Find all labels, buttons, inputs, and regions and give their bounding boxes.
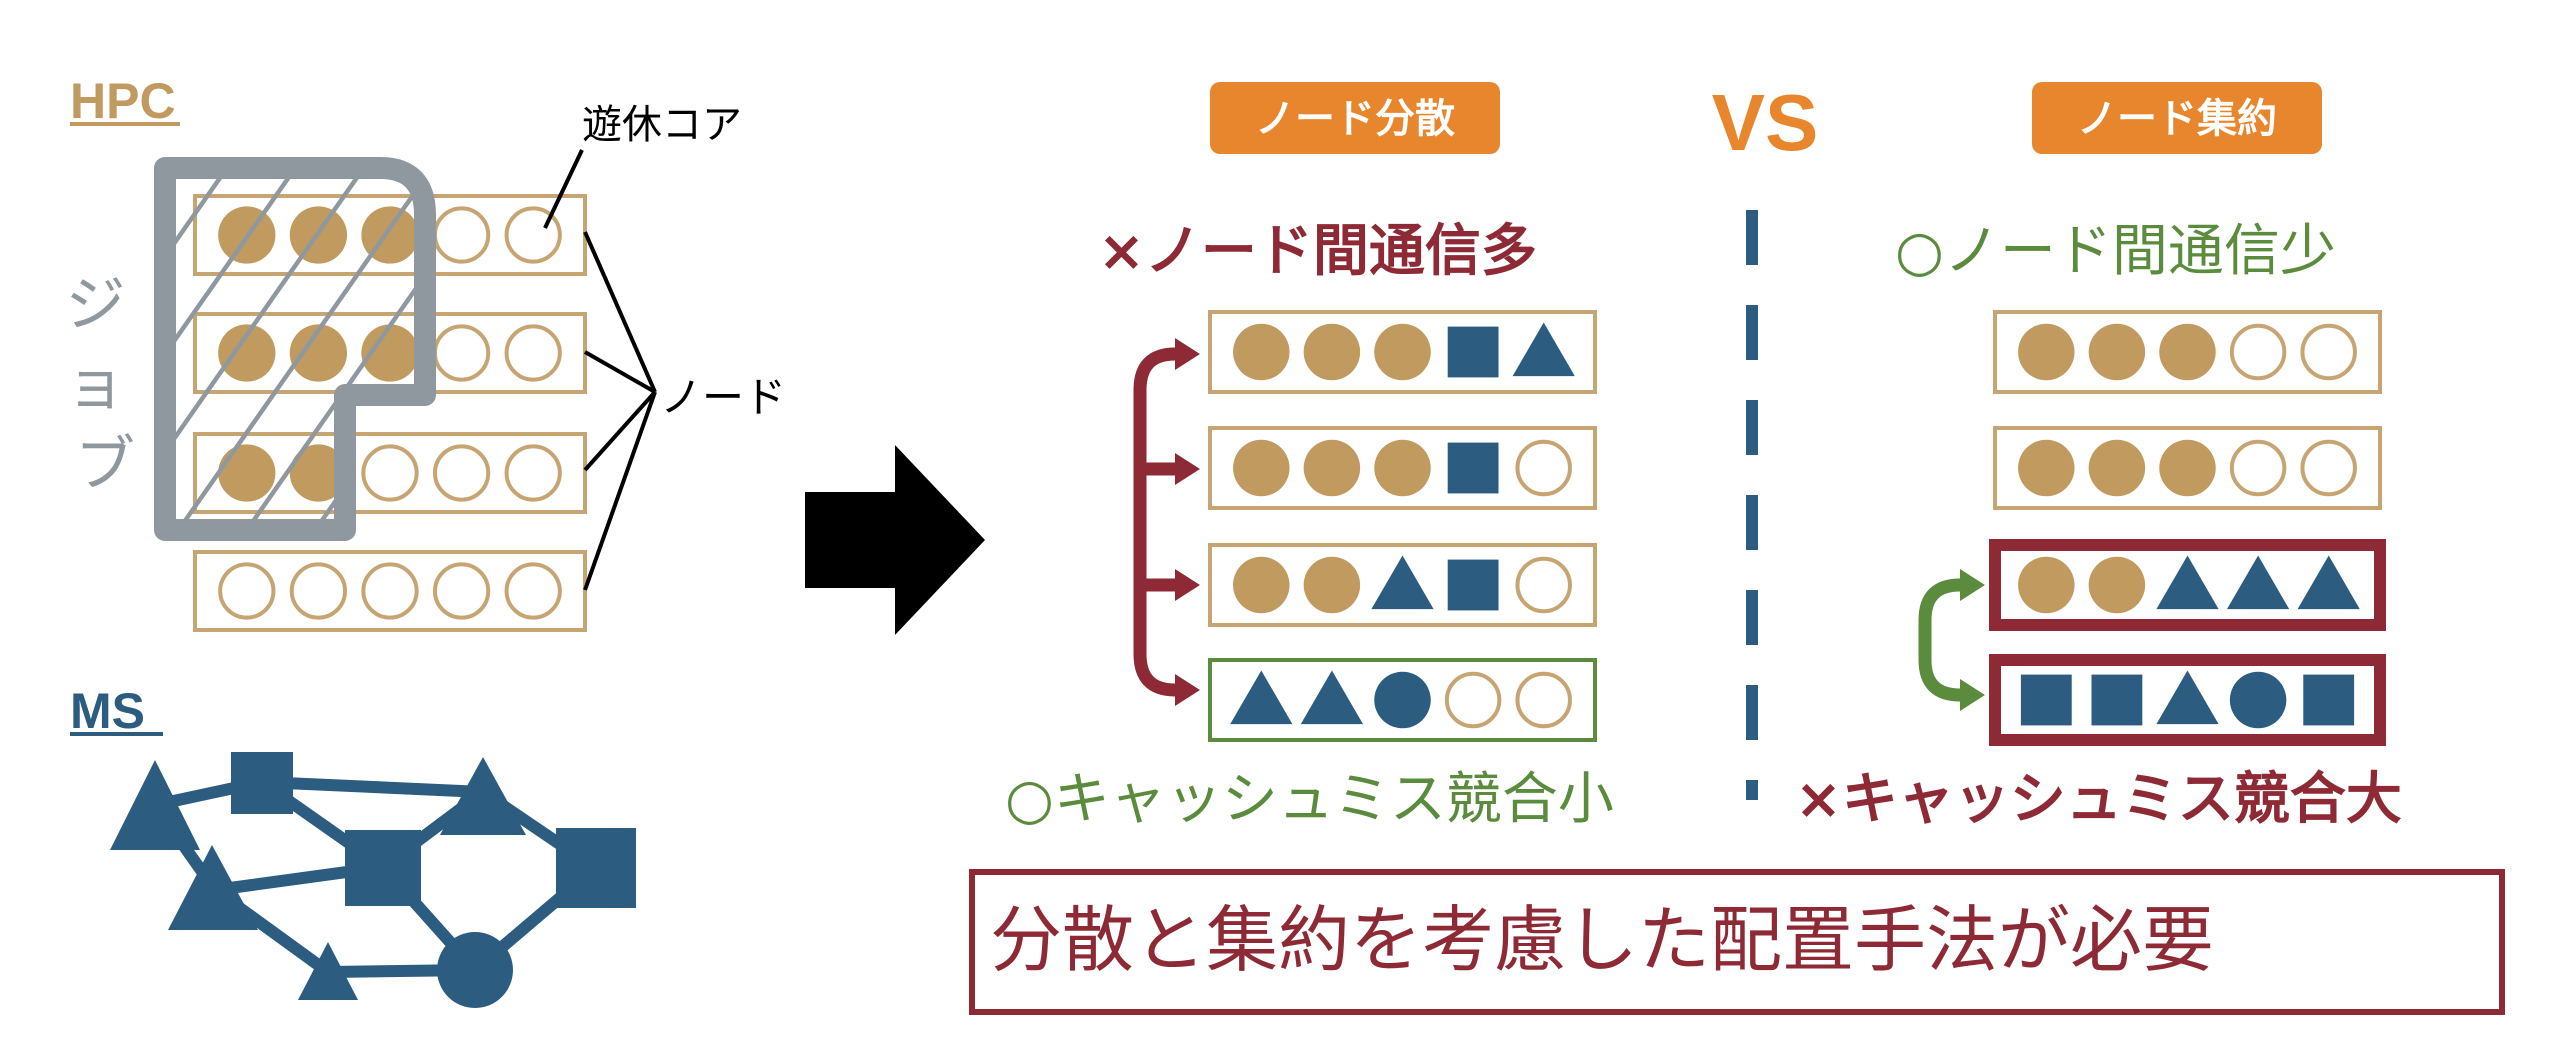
pack-badge bbox=[2032, 82, 2322, 154]
core-idle bbox=[1515, 671, 1572, 729]
conclusion-text: 分散と集約を考慮した配置手法が必要 bbox=[990, 898, 2214, 982]
core-idle bbox=[2229, 439, 2287, 497]
job-label-char-3: ブ bbox=[75, 430, 135, 500]
ms-triangle bbox=[440, 757, 526, 835]
core-used bbox=[1374, 323, 1431, 381]
core-square bbox=[1447, 442, 1499, 494]
spread-comm-bracket bbox=[1133, 347, 1185, 697]
job-label-char-1: ジ bbox=[65, 270, 125, 340]
conclusion-box bbox=[969, 869, 2505, 1015]
pack-bracket-arrowheads bbox=[1960, 569, 1985, 711]
hpc-label: HPC bbox=[70, 73, 176, 129]
core-idle bbox=[1444, 671, 1502, 729]
core-used bbox=[1303, 323, 1361, 381]
node-pack-4 bbox=[1989, 654, 2386, 746]
spread-comm-text: ×ノード間通信多 bbox=[1098, 219, 1537, 284]
core-circle bbox=[2229, 671, 2287, 729]
ms-triangle bbox=[298, 942, 358, 1000]
ms-label: MS bbox=[70, 683, 145, 739]
spread-badge-text: ノード分散 bbox=[1255, 96, 1455, 142]
node-pack-1 bbox=[1993, 310, 2382, 394]
core-square bbox=[2020, 674, 2072, 726]
job-label: ジ ョ ブ bbox=[65, 270, 144, 500]
core-idle bbox=[2300, 323, 2357, 381]
core-idle bbox=[504, 324, 562, 382]
core-used bbox=[2088, 556, 2146, 614]
job-label-char-2: ョ bbox=[65, 350, 125, 420]
pack-node-stack bbox=[1989, 310, 2386, 746]
node-spread-2 bbox=[1208, 426, 1597, 510]
core-idle bbox=[432, 324, 491, 382]
node-hpc-4 bbox=[193, 550, 587, 632]
core-used bbox=[1303, 439, 1361, 497]
core-triangle bbox=[2226, 555, 2290, 610]
core-circle bbox=[1374, 671, 1431, 729]
core-used bbox=[2018, 439, 2075, 497]
core-used bbox=[2088, 439, 2146, 497]
core-used bbox=[2159, 323, 2216, 381]
ms-square bbox=[231, 752, 293, 814]
core-used bbox=[2018, 556, 2075, 614]
pack-cache-text: ×キャッシュミス競合大 bbox=[1795, 767, 2402, 832]
core-used bbox=[2159, 439, 2216, 497]
ms-circle bbox=[437, 932, 513, 1008]
core-used bbox=[1233, 323, 1290, 381]
core-idle bbox=[361, 562, 419, 620]
ms-triangle bbox=[110, 760, 200, 850]
core-used bbox=[1233, 556, 1290, 614]
core-used bbox=[1374, 439, 1431, 497]
core-used bbox=[1233, 439, 1290, 497]
core-idle bbox=[2300, 439, 2357, 497]
core-idle bbox=[361, 444, 419, 502]
node-pack-2 bbox=[1993, 426, 2382, 510]
node-pack-3 bbox=[1989, 539, 2386, 631]
core-square bbox=[1447, 326, 1499, 378]
pack-comm-text: ○ノード間通信少 bbox=[1895, 219, 2336, 284]
pack-comm-bracket bbox=[1918, 578, 1967, 702]
spread-bracket-arrowheads bbox=[1175, 338, 1200, 706]
core-idle bbox=[2229, 323, 2287, 381]
node-spread-4 bbox=[1208, 658, 1597, 742]
ms-graph bbox=[110, 752, 636, 1008]
core-triangle bbox=[2156, 670, 2219, 725]
ms-square bbox=[556, 828, 636, 908]
idle-core-pointer bbox=[543, 149, 584, 229]
spread-cache-text: ○キャッシュミス競合小 bbox=[1005, 767, 1614, 832]
core-triangle bbox=[1512, 322, 1575, 377]
core-idle bbox=[504, 444, 562, 502]
core-used bbox=[1303, 556, 1361, 614]
ms-square bbox=[345, 830, 421, 906]
core-idle bbox=[1515, 439, 1572, 497]
pack-badge-text: ノード集約 bbox=[2077, 96, 2277, 142]
core-idle bbox=[1515, 556, 1572, 614]
spread-node-stack bbox=[1208, 310, 1597, 742]
core-used bbox=[2018, 323, 2075, 381]
node-label: ノード bbox=[660, 373, 786, 422]
core-idle bbox=[432, 444, 491, 502]
core-square bbox=[1447, 559, 1499, 611]
core-triangle bbox=[1230, 670, 1293, 725]
core-triangle bbox=[2297, 555, 2360, 610]
vs-label: VS bbox=[1712, 78, 1819, 167]
core-idle bbox=[289, 562, 348, 620]
idle-core-label: 遊休コア bbox=[582, 102, 742, 148]
core-idle bbox=[432, 562, 491, 620]
spread-badge bbox=[1210, 82, 1500, 154]
transition-arrow-icon bbox=[805, 445, 985, 635]
node-pointers bbox=[583, 231, 657, 591]
core-triangle bbox=[1300, 670, 1364, 725]
core-triangle bbox=[1371, 555, 1434, 610]
core-square bbox=[2303, 674, 2355, 726]
node-spread-1 bbox=[1208, 310, 1597, 394]
core-idle bbox=[218, 562, 276, 620]
core-used bbox=[2088, 323, 2146, 381]
job-outline bbox=[154, 157, 436, 541]
core-idle bbox=[432, 206, 491, 264]
core-idle bbox=[504, 562, 562, 620]
ms-triangle bbox=[168, 845, 258, 930]
core-triangle bbox=[2156, 555, 2219, 610]
node-spread-3 bbox=[1208, 543, 1597, 627]
core-square bbox=[2091, 674, 2143, 726]
